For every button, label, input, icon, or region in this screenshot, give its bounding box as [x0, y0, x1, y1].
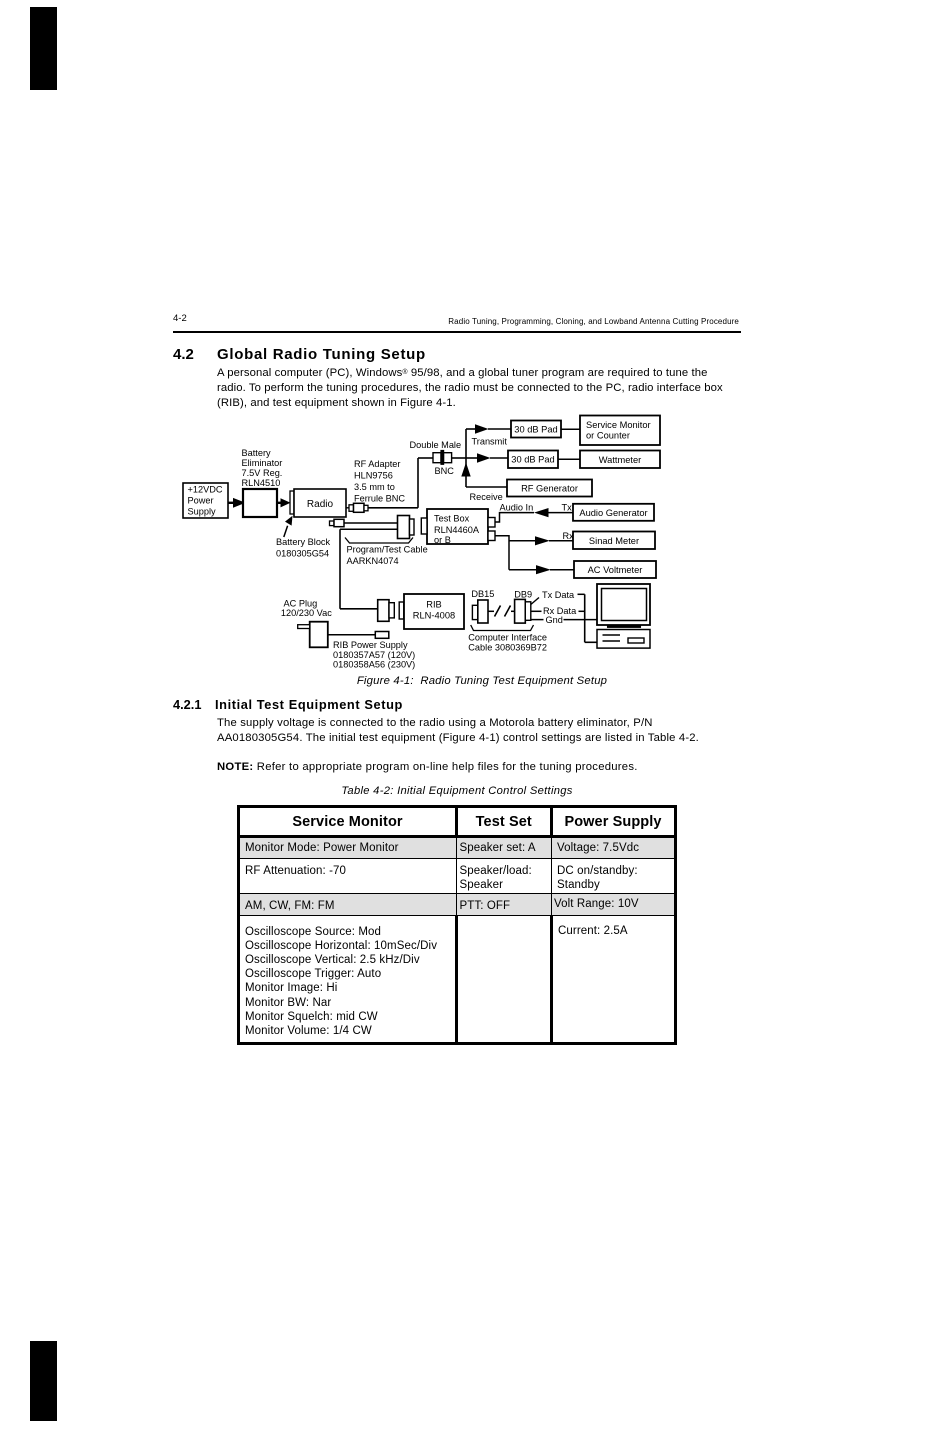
svg-text:or Counter: or Counter	[586, 431, 630, 441]
svg-text:RF Generator: RF Generator	[521, 484, 578, 494]
svg-text:+12VDC: +12VDC	[188, 485, 223, 495]
svg-text:120/230 Vac: 120/230 Vac	[281, 608, 332, 618]
svg-text:Cable 3080369B72: Cable 3080369B72	[468, 643, 547, 653]
svg-text:AC Voltmeter: AC Voltmeter	[588, 565, 643, 575]
svg-text:RF Adapter: RF Adapter	[354, 459, 400, 469]
svg-text:HLN9756: HLN9756	[354, 471, 393, 481]
svg-text:Audio In: Audio In	[500, 503, 534, 513]
svg-text:Transmit: Transmit	[472, 437, 508, 447]
svg-text:Eliminator: Eliminator	[242, 458, 283, 468]
svg-text:AARKN4074: AARKN4074	[347, 556, 399, 566]
svg-text:Sinad Meter: Sinad Meter	[589, 536, 639, 546]
svg-text:Program/Test Cable: Program/Test Cable	[347, 545, 428, 555]
svg-text:RIB: RIB	[426, 600, 442, 610]
svg-text:7.5V Reg.: 7.5V Reg.	[242, 468, 283, 478]
svg-text:Battery: Battery	[242, 448, 272, 458]
svg-text:3.5 mm to: 3.5 mm to	[354, 482, 395, 492]
svg-text:Gnd: Gnd	[546, 615, 563, 625]
svg-text:Wattmeter: Wattmeter	[599, 455, 642, 465]
svg-text:Radio: Radio	[307, 499, 334, 510]
svg-text:Test Box: Test Box	[434, 514, 470, 524]
svg-text:Audio Generator: Audio Generator	[579, 508, 647, 518]
svg-text:Rx Data: Rx Data	[543, 606, 577, 616]
svg-text:30 dB Pad: 30 dB Pad	[514, 425, 557, 435]
svg-text:Receive: Receive	[470, 492, 503, 502]
svg-text:0180305G54: 0180305G54	[276, 549, 329, 559]
svg-text:Power: Power	[188, 496, 214, 506]
svg-text:or B: or B	[434, 535, 451, 545]
svg-text:Tx Data: Tx Data	[542, 590, 575, 600]
svg-text:30 dB Pad: 30 dB Pad	[511, 454, 554, 464]
svg-text:Double Male: Double Male	[410, 440, 462, 450]
svg-text:RIB Power Supply: RIB Power Supply	[333, 640, 408, 650]
svg-text:0180357A57 (120V): 0180357A57 (120V)	[333, 650, 415, 660]
svg-text:Ferrule BNC: Ferrule BNC	[354, 494, 405, 504]
svg-text:BNC: BNC	[435, 466, 455, 476]
svg-text:Battery Block: Battery Block	[276, 537, 331, 547]
svg-text:RLN-4008: RLN-4008	[413, 611, 455, 621]
svg-text:DB9: DB9	[514, 590, 532, 600]
svg-text:Computer Interface: Computer Interface	[468, 632, 547, 642]
svg-text:DB15: DB15	[471, 589, 494, 599]
svg-text:RLN4460A: RLN4460A	[434, 525, 480, 535]
svg-text:Supply: Supply	[188, 507, 216, 517]
svg-text:Service Monitor: Service Monitor	[586, 420, 651, 430]
svg-text:AC Plug: AC Plug	[284, 599, 318, 609]
svg-text:Rx: Rx	[563, 531, 575, 541]
svg-text:Tx: Tx	[562, 503, 573, 513]
svg-text:RLN4510: RLN4510	[242, 478, 281, 488]
svg-text:0180358A56 (230V): 0180358A56 (230V)	[333, 660, 415, 670]
